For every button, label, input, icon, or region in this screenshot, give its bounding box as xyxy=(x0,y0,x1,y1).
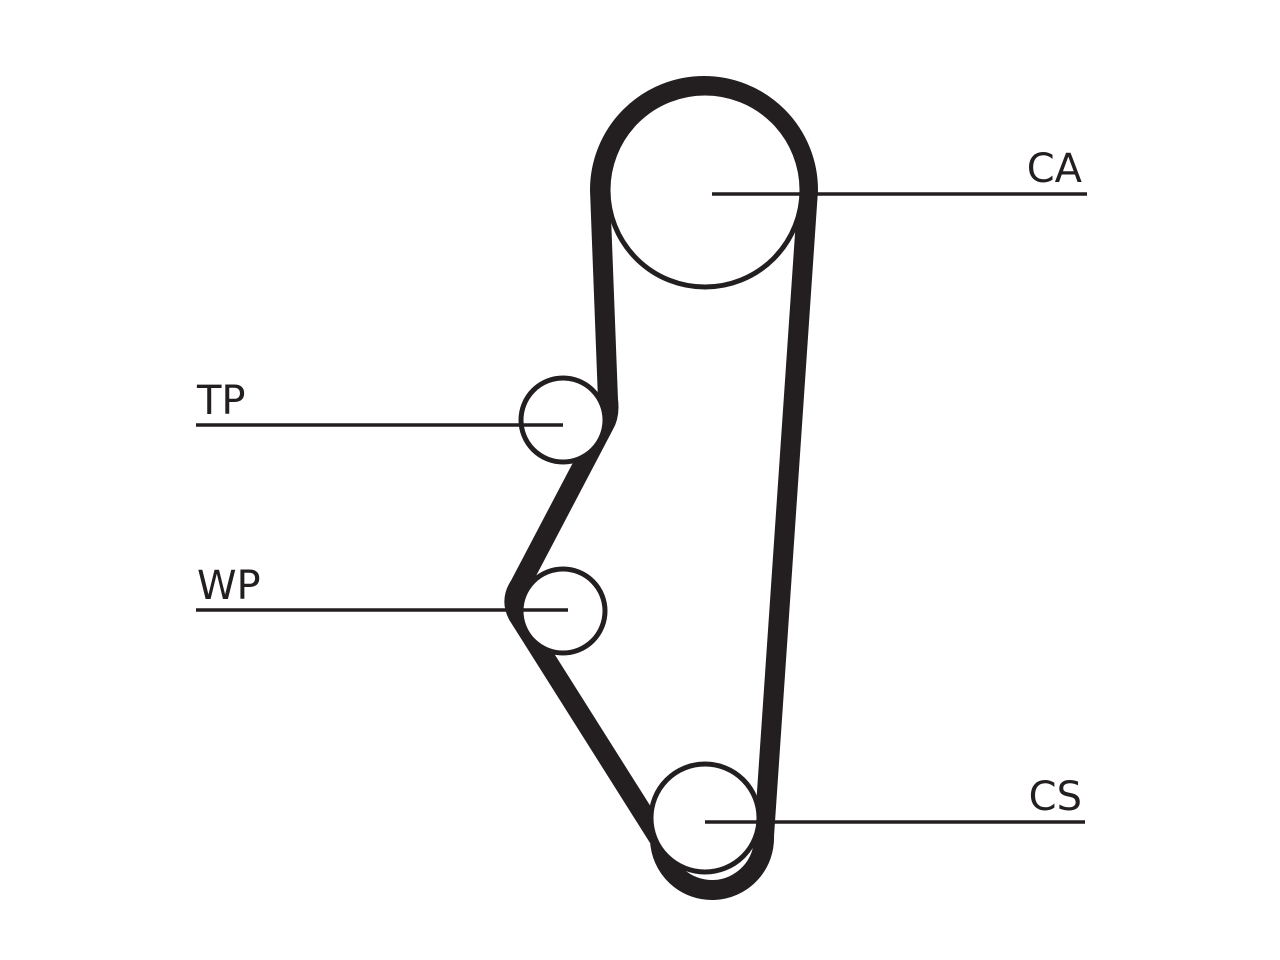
crankshaft-label: CS xyxy=(1029,774,1082,820)
crankshaft-pulley xyxy=(648,761,762,875)
timing-belt xyxy=(504,76,818,900)
water-pump-label: WP xyxy=(197,563,261,609)
camshaft-pulley xyxy=(605,90,805,290)
camshaft-label: CA xyxy=(1027,146,1083,192)
tensioner-pulley xyxy=(518,375,608,465)
tensioner-label: TP xyxy=(196,378,246,424)
